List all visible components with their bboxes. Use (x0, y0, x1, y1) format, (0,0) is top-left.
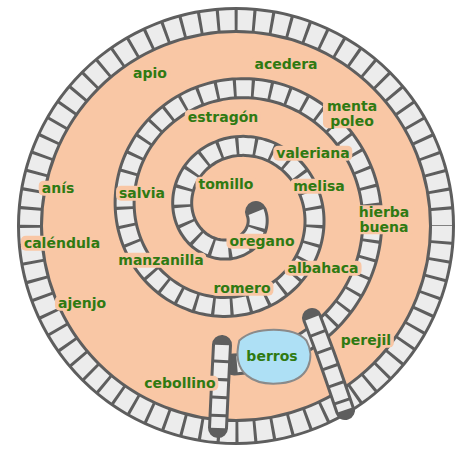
herb-label: manzanilla (115, 253, 206, 268)
herb-label: perejil (338, 333, 394, 348)
herb-label: albahaca (285, 261, 362, 276)
herb-label: acedera (251, 57, 320, 72)
stone-wall-outline (218, 345, 222, 428)
herb-label: tomillo (196, 177, 257, 192)
herb-label: oregano (226, 234, 297, 249)
herb-label: salvia (116, 186, 168, 201)
stone-wall-outline (125, 88, 373, 364)
pond: berros (229, 325, 315, 387)
pond-label: berros (246, 348, 297, 364)
stone-wall-outline (30, 20, 442, 432)
herb-label: valeriana (273, 146, 352, 161)
stone-wall (125, 88, 373, 364)
herb-label: ajenjo (55, 296, 109, 311)
stone-wall (218, 345, 222, 428)
herb-label: cebollino (141, 376, 218, 391)
herb-label: estragón (185, 110, 261, 125)
herb-label: anís (39, 181, 78, 196)
stone-wall-outline (312, 318, 345, 410)
garden-ground (30, 20, 442, 432)
herb-label: caléndula (21, 236, 103, 251)
stone-wall (30, 20, 442, 432)
herb-label: apio (130, 66, 170, 81)
pond-water (238, 330, 311, 384)
stone-wall (312, 318, 345, 410)
herb-label: menta poleo (323, 99, 381, 128)
herb-label: melisa (290, 179, 347, 194)
herb-label: romero (210, 281, 273, 296)
herb-label: hierba buena (353, 205, 415, 234)
